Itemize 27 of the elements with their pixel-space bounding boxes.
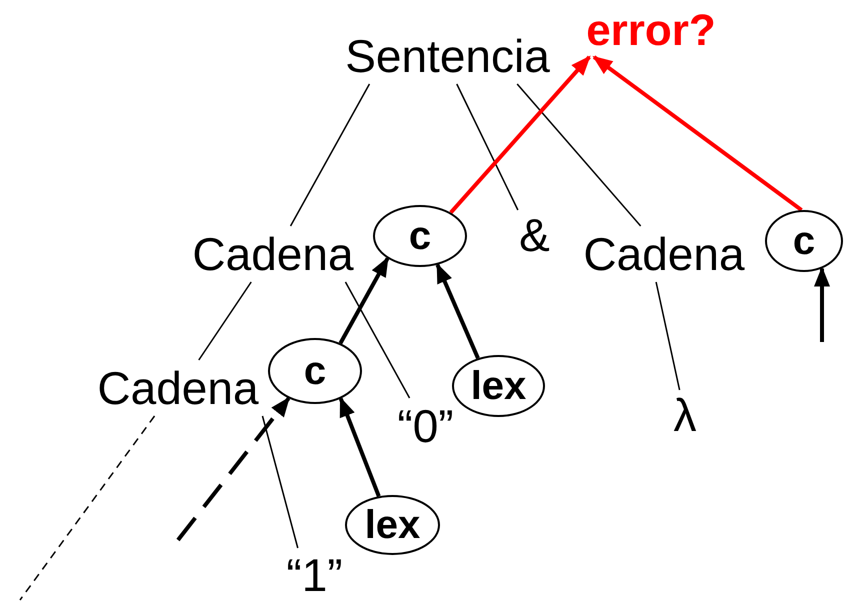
tree-branch-line xyxy=(655,282,680,390)
tree-branch-line xyxy=(262,416,298,548)
arrow xyxy=(592,55,803,212)
grammar-symbol: Cadena xyxy=(88,360,268,416)
grammar-symbol: “1” xyxy=(272,548,357,602)
grammar-symbol: Cadena xyxy=(183,226,363,282)
attribute-label: c xyxy=(304,351,326,391)
tree-branch-line xyxy=(344,282,410,398)
arrow xyxy=(338,396,381,497)
tree-branch-line xyxy=(19,416,156,600)
grammar-symbol: “0” xyxy=(383,398,468,454)
grammar-symbol: λ xyxy=(665,390,705,440)
error-label: error? xyxy=(566,5,736,57)
tree-branch-line xyxy=(516,84,642,226)
tree-branch-line xyxy=(198,282,252,360)
tree-branch-line xyxy=(456,84,519,210)
tree-branch-line xyxy=(290,84,370,226)
arrow xyxy=(176,396,290,542)
attribute-label: c xyxy=(408,216,432,256)
arrow xyxy=(338,256,390,344)
grammar-symbol: Sentencia xyxy=(330,28,565,84)
attribute-label: lex xyxy=(364,505,420,545)
attribute-label: c xyxy=(792,221,816,261)
arrow xyxy=(449,56,591,214)
grammar-symbol: Cadena xyxy=(574,226,754,282)
grammar-symbol: & xyxy=(512,210,557,260)
attribute-label: lex xyxy=(470,366,526,406)
